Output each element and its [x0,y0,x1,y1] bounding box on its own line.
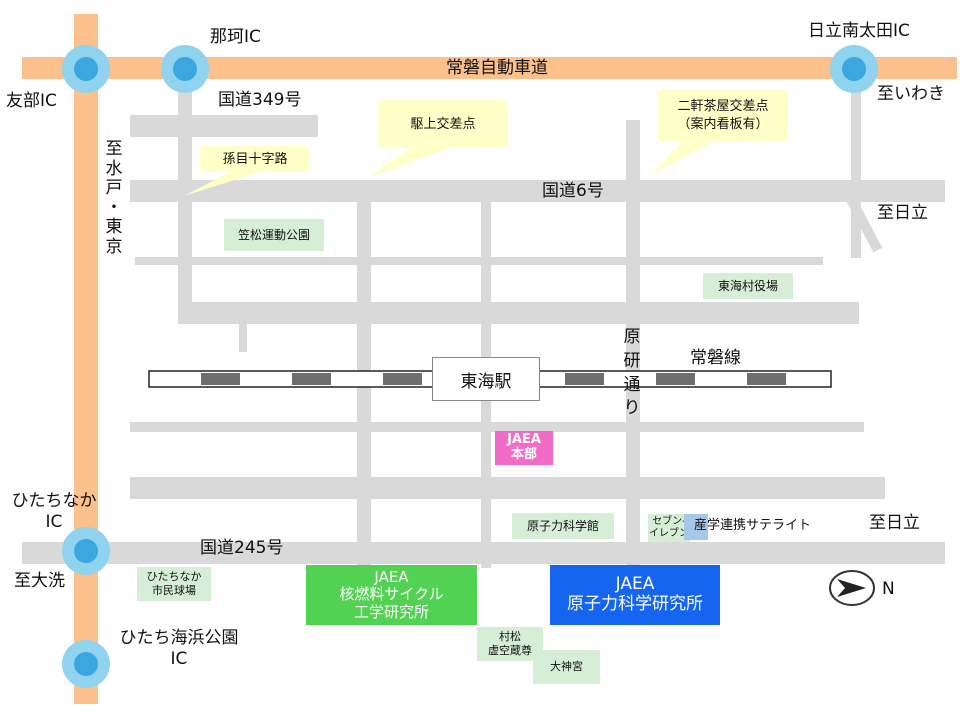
road-secondary-1 [135,257,823,265]
route-6-road [130,180,945,202]
genken-dori-label: 原 研 通 り [623,327,641,419]
kasamatsu-park-label: 笠松運動公園 [237,227,310,242]
hitachinaka-stadium[interactable]: ひたちなか 市民球場 [137,567,211,601]
jaea-headquarters[interactable]: JAEA 本部 [495,431,553,465]
road-secondary-2 [178,302,859,324]
joban-expressway-label: 常磐自動車道 [446,58,548,78]
road-stub [239,322,247,352]
jaea-hq-line1: JAEA [507,432,541,448]
road-vertical-east [851,68,861,258]
naka-ic-label: 那珂IC [210,27,261,47]
satellite-label: 産学連携サテライト [694,518,812,533]
route-349-label: 国道349号 [218,90,302,110]
seven-eleven[interactable]: セブン- イレブン [648,514,690,542]
jaea-fuel-cycle-institute[interactable]: JAEA 核燃料サイクル 工学研究所 [306,565,477,625]
satellite-marker [684,514,708,540]
to-mito-tokyo-label: 至 水 戸 ・ 東 京 [105,139,123,257]
road-secondary-3 [130,477,885,499]
genken-dori-road [626,120,640,568]
hitachinaka-ic-marker[interactable] [62,527,110,575]
daijingu[interactable]: 大神宮 [533,650,600,684]
route-6-label: 国道6号 [542,181,604,201]
north-south-expressway-road [74,14,98,704]
joban-expressway-road [22,57,957,79]
jaea-fuel-cycle-line1: JAEA [374,568,409,587]
jaea-hq-line2: 本部 [510,447,537,462]
to-iwaki-label: 至いわき [877,84,945,104]
road-south-station [130,422,864,432]
hitachinaka-stadium-label: ひたちなか 市民球場 [146,570,202,597]
to-hitachi-label-2: 至日立 [869,513,920,533]
to-oarai-label: 至大洗 [14,571,65,591]
daijingu-label: 大神宮 [550,660,583,674]
route-245-label: 国道245号 [200,538,284,558]
muramatsu-kokuzo-label: 村松 虚空蔵尊 [488,630,532,657]
naka-ic-marker[interactable] [161,45,209,93]
to-hitachi-label-1: 至日立 [877,203,928,223]
jaea-nuclear-science-line1: JAEA [615,574,655,595]
seven-eleven-label: セブン- イレブン [649,515,689,540]
joban-line-label: 常磐線 [690,348,741,368]
north-label: N [882,579,895,599]
tokai-village-office-label: 東海村役場 [717,278,778,293]
tomobe-ic-label: 友部IC [6,91,57,111]
hitachi-kaihin-ic-label: ひたち海浜公園 IC [119,628,239,670]
tokai-station-label: 東海駅 [460,371,512,392]
hitachi-minamiota-ic-marker[interactable] [830,45,878,93]
jaea-nuclear-science-institute[interactable]: JAEA 原子力科学研究所 [550,565,720,625]
tokai-station[interactable]: 東海駅 [432,357,540,401]
jaea-fuel-cycle-line3: 工学研究所 [353,602,429,621]
tokai-village-office[interactable]: 東海村役場 [703,273,793,299]
kasamatsu-park[interactable]: 笠松運動公園 [224,219,324,251]
kakeagari-intersection-label: 駆上交差点 [410,117,476,132]
nuclear-science-museum-label: 原子力科学館 [526,518,599,533]
nuclear-science-museum[interactable]: 原子力科学館 [512,513,614,539]
jaea-nuclear-science-line2: 原子力科学研究所 [567,594,703,614]
tomobe-ic-marker[interactable] [62,45,110,93]
muramatsu-kokuzo[interactable]: 村松 虚空蔵尊 [477,627,543,661]
route-349-road [130,115,318,137]
hitachi-minamiota-ic-label: 日立南太田IC [808,21,910,41]
nikenchaya-intersection-label: 二軒茶屋交差点 （案内看板有） [677,99,769,132]
magome-crossroads-label: 孫目十字路 [222,152,288,167]
north-arrow-icon [829,570,875,606]
hitachinaka-ic-label: ひたちなか IC [11,491,97,533]
hitachi-kaihin-ic-marker[interactable] [62,640,110,688]
jaea-fuel-cycle-line2: 核燃料サイクル [339,585,444,604]
